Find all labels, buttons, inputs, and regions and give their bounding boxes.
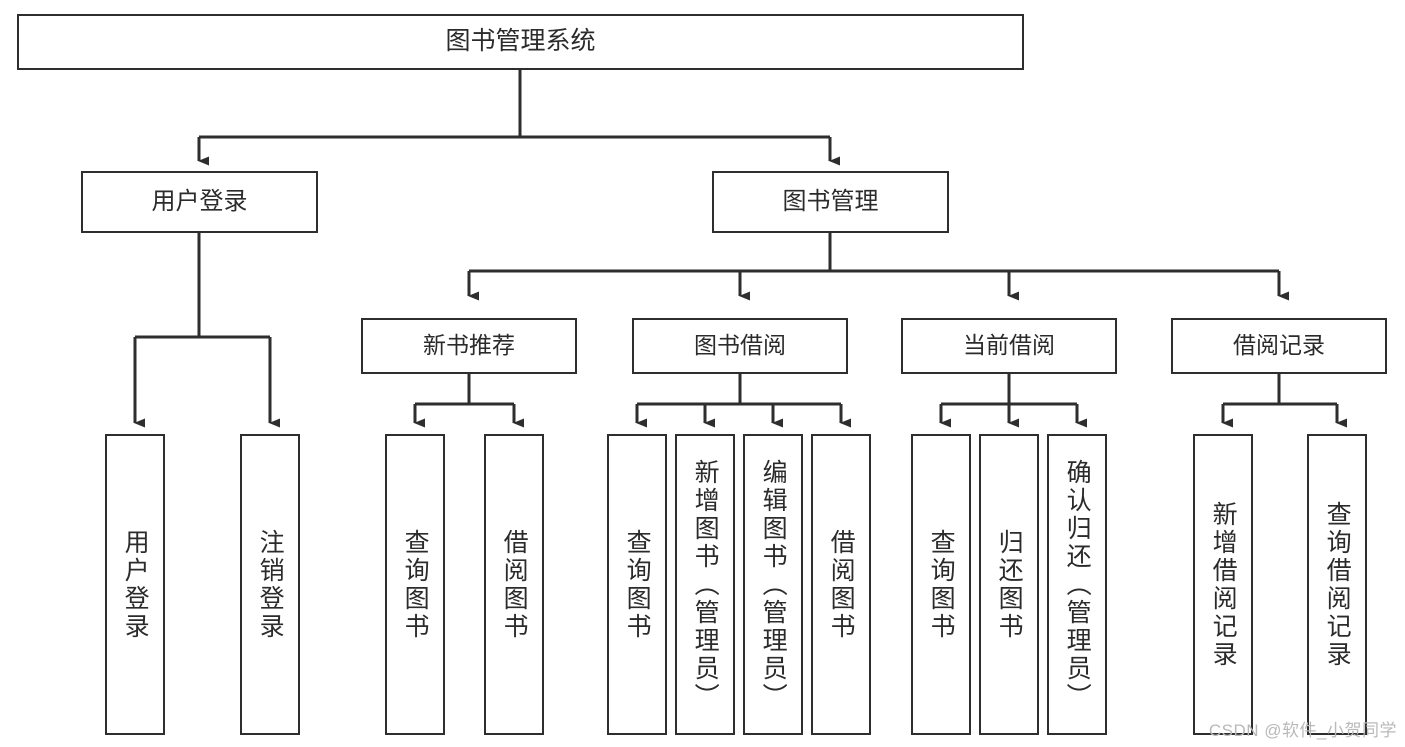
- node-label: 图书管理系统: [445, 27, 596, 56]
- node-label: 新书推荐: [423, 332, 515, 359]
- node-leaf-borrow-book-1[interactable]: 借阅图书: [484, 434, 544, 735]
- node-label: 当前借阅: [963, 332, 1055, 359]
- node-leaf-borrow-book-2[interactable]: 借阅图书: [811, 434, 871, 735]
- node-new-book-recommend[interactable]: 新书推荐: [361, 318, 577, 374]
- node-label: 借阅图书: [827, 528, 856, 641]
- node-leaf-edit-book[interactable]: 编辑图书（管理员）: [743, 434, 803, 735]
- node-label: 用户登录: [121, 528, 150, 641]
- node-root-system[interactable]: 图书管理系统: [17, 14, 1024, 70]
- node-user-login[interactable]: 用户登录: [81, 171, 318, 233]
- node-leaf-query-book-2[interactable]: 查询图书: [607, 434, 667, 735]
- node-label: 借阅记录: [1233, 332, 1325, 359]
- node-leaf-logout-login[interactable]: 注销登录: [240, 434, 300, 735]
- node-leaf-return-book[interactable]: 归还图书: [979, 434, 1039, 735]
- node-current-borrow[interactable]: 当前借阅: [901, 318, 1117, 374]
- node-leaf-user-login[interactable]: 用户登录: [105, 434, 165, 735]
- node-label: 查询图书: [623, 528, 652, 641]
- node-label: 用户登录: [151, 187, 248, 215]
- node-label: 查询图书: [401, 528, 430, 641]
- node-leaf-confirm-return[interactable]: 确认归还（管理员）: [1047, 434, 1107, 735]
- node-label: 图书借阅: [694, 332, 786, 359]
- node-label: 新增借阅记录: [1209, 500, 1238, 669]
- node-label: 确认归还（管理员）: [1063, 458, 1092, 711]
- node-label: 编辑图书（管理员）: [759, 458, 788, 711]
- node-leaf-query-record[interactable]: 查询借阅记录: [1307, 434, 1367, 735]
- node-leaf-add-book[interactable]: 新增图书（管理员）: [675, 434, 735, 735]
- node-leaf-query-book-3[interactable]: 查询图书: [911, 434, 971, 735]
- csdn-watermark: CSDN @软件_小贺同学: [1208, 721, 1397, 740]
- node-label: 注销登录: [256, 528, 285, 641]
- node-label: 借阅图书: [500, 528, 529, 641]
- node-borrow-record[interactable]: 借阅记录: [1171, 318, 1387, 374]
- node-label: 归还图书: [995, 528, 1024, 641]
- node-leaf-query-book-1[interactable]: 查询图书: [385, 434, 445, 735]
- node-label: 查询图书: [927, 528, 956, 641]
- node-label: 查询借阅记录: [1323, 500, 1352, 669]
- node-leaf-add-record[interactable]: 新增借阅记录: [1193, 434, 1253, 735]
- node-book-borrow[interactable]: 图书借阅: [632, 318, 848, 374]
- node-label: 图书管理: [782, 187, 879, 215]
- node-book-manage[interactable]: 图书管理: [712, 171, 949, 233]
- node-label: 新增图书（管理员）: [691, 458, 720, 711]
